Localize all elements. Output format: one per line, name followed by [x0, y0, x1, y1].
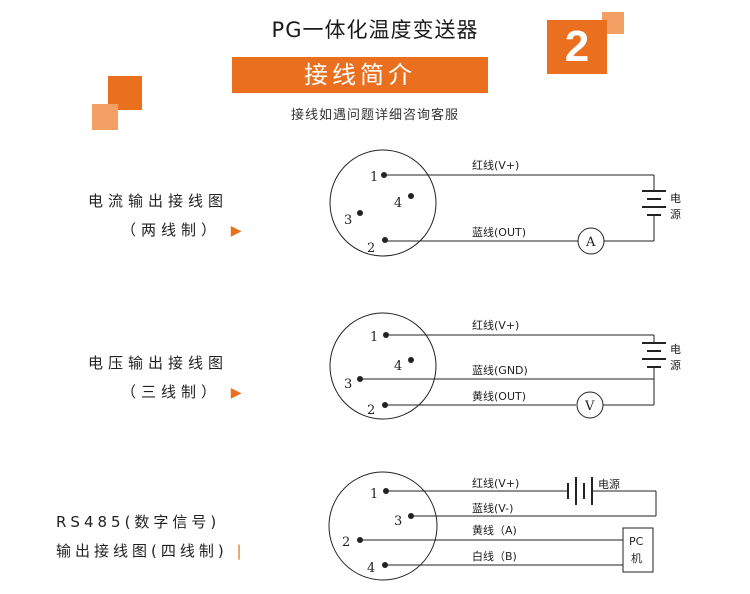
power-label: 电 — [670, 343, 681, 356]
pc-box — [622, 527, 654, 573]
pc-label: PC — [629, 535, 644, 548]
section-1-label: 电流输出接线图 — [88, 192, 229, 210]
section-3-label: RS485(数字信号) — [56, 513, 221, 531]
pin-label: 1 — [370, 170, 378, 185]
section-3-sublabel: 输出接线图(四线制) | — [56, 540, 246, 561]
wire-label: 红线(V+) — [472, 476, 519, 490]
connector-circle — [329, 312, 437, 420]
current-output-wiring-diagram: 1 4 3 2 电 源 A 红线(V+) 蓝线(OUT) — [329, 149, 681, 257]
meter-label: A — [585, 235, 596, 250]
section-2-sublabel-text: （三线制） — [121, 383, 222, 401]
divider-mark: | — [236, 542, 246, 560]
pin-dot — [382, 237, 388, 243]
wire-label: 蓝线(GND) — [472, 363, 528, 377]
pc-label: 机 — [631, 551, 642, 565]
wire-label: 蓝线(V-) — [472, 501, 513, 515]
rs485-output-wiring-diagram: 1 3 2 4 电源 PC 机 红线(V+) 蓝线(V-) 黄线（A) 白线（B… — [328, 471, 657, 581]
pin-label: 2 — [367, 241, 375, 256]
section-2-label: 电压输出接线图 — [88, 354, 229, 372]
decor-square — [602, 12, 624, 34]
connector-circle — [329, 149, 437, 257]
meter-label: V — [584, 399, 595, 414]
section-3-sublabel-text: 输出接线图(四线制) — [56, 542, 228, 560]
wire-label: 白线（B) — [472, 549, 517, 563]
power-label: 电源 — [598, 477, 620, 491]
pin-label: 2 — [342, 535, 350, 550]
pin-label: 1 — [370, 487, 378, 502]
pin-label: 1 — [370, 330, 378, 345]
wire-label: 黄线(OUT) — [472, 389, 526, 403]
decor-square — [92, 104, 118, 130]
pin-dot — [408, 193, 414, 199]
section-number-badge: 2 — [547, 20, 607, 74]
power-label: 源 — [670, 207, 681, 221]
pin-label: 2 — [367, 403, 375, 418]
section-1-sublabel: （两线制） ▶ — [121, 219, 247, 240]
power-label: 源 — [670, 358, 681, 372]
power-label: 电 — [670, 192, 681, 205]
pin-dot — [408, 357, 414, 363]
pin-label: 4 — [394, 359, 402, 374]
page-title: PG一体化温度变送器 — [271, 18, 479, 42]
connector-circle — [328, 471, 438, 581]
pin-label: 3 — [344, 213, 352, 228]
pin-dot — [357, 210, 363, 216]
page-subtitle: 接线如遇问题详细咨询客服 — [290, 108, 459, 123]
wire-label: 红线(V+) — [472, 158, 519, 172]
pin-label: 4 — [367, 561, 375, 576]
pin-label: 3 — [344, 377, 352, 392]
voltage-output-wiring-diagram: 1 4 3 2 电 源 V 红线(V+) 蓝线(GND) 黄线(OUT) — [329, 312, 681, 420]
arrow-right-icon: ▶ — [230, 223, 247, 239]
wire-label: 黄线（A) — [472, 523, 517, 537]
wire-label: 红线(V+) — [472, 318, 519, 332]
wire-label: 蓝线(OUT) — [472, 225, 526, 239]
section-banner: 接线简介 — [232, 57, 488, 93]
section-1-sublabel-text: （两线制） — [121, 221, 222, 239]
arrow-right-icon: ▶ — [230, 385, 247, 401]
pin-label: 3 — [394, 514, 402, 529]
section-2-sublabel: （三线制） ▶ — [121, 381, 247, 402]
pin-label: 4 — [394, 196, 402, 211]
